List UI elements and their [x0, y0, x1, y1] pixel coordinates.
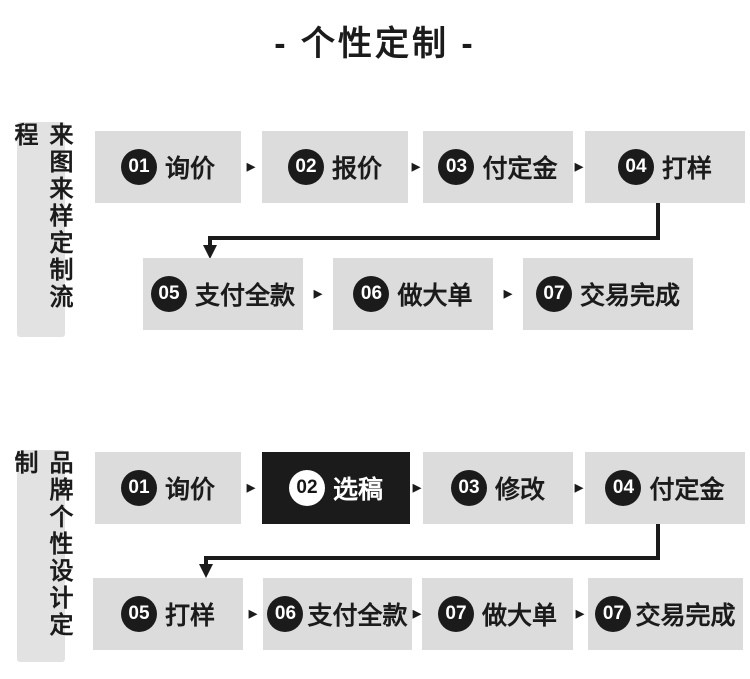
- step-label: 交易完成: [635, 602, 736, 630]
- step-box-sample: 05 打样: [93, 578, 243, 650]
- step-label: 做大单: [481, 602, 557, 630]
- arrow-right-icon: ►: [409, 605, 425, 623]
- step-label: 修改: [494, 476, 545, 504]
- step-number-badge: 04: [605, 470, 642, 506]
- section-label-brand-design-custom: 品牌个性设计定制: [10, 450, 72, 662]
- step-box-deal-done: 07 交易完成: [588, 578, 743, 650]
- step-label: 付定金: [482, 155, 558, 183]
- step-label: 报价: [331, 155, 382, 183]
- step-number-badge: 07: [437, 596, 474, 632]
- step-number-badge: 02: [288, 470, 325, 506]
- step-number-badge: 04: [617, 149, 654, 185]
- step-label: 做大单: [397, 282, 473, 310]
- step-box-quote: 02 报价: [262, 131, 408, 203]
- step-box-deposit: 04 付定金: [585, 452, 745, 524]
- step-number-badge: 02: [287, 149, 324, 185]
- step-number-badge: 06: [267, 596, 304, 632]
- arrow-right-icon: ►: [572, 605, 588, 623]
- step-box-pay-full: 06 支付全款: [263, 578, 412, 650]
- step-label: 打样: [164, 602, 215, 630]
- step-number-badge: 01: [120, 470, 157, 506]
- arrow-right-icon: ►: [245, 605, 261, 623]
- arrow-right-icon: ►: [310, 285, 326, 303]
- step-box-pay-full: 05 支付全款: [143, 258, 303, 330]
- step-number-badge: 06: [353, 276, 390, 312]
- step-number-badge: 07: [595, 596, 632, 632]
- step-box-select-draft-highlighted: 02 选稿: [262, 452, 410, 524]
- step-number-badge: 05: [120, 596, 157, 632]
- step-box-inquiry: 01 询价: [95, 452, 241, 524]
- step-number-badge: 07: [535, 276, 572, 312]
- arrow-right-icon: ►: [571, 158, 587, 176]
- step-label: 询价: [164, 476, 215, 504]
- step-label: 支付全款: [194, 282, 295, 310]
- connector-arrow: [199, 524, 660, 578]
- arrow-right-icon: ►: [243, 479, 259, 497]
- step-number-badge: 03: [450, 470, 487, 506]
- step-label: 付定金: [649, 476, 725, 504]
- step-box-deal-done: 07 交易完成: [523, 258, 693, 330]
- arrow-right-icon: ►: [408, 158, 424, 176]
- step-box-bulk-order: 07 做大单: [422, 578, 573, 650]
- step-box-revise: 03 修改: [423, 452, 573, 524]
- step-box-sample: 04 打样: [585, 131, 745, 203]
- section-label-sample-custom-process: 来图来样定制流程: [10, 122, 72, 337]
- step-label: 打样: [661, 155, 712, 183]
- step-box-deposit: 03 付定金: [423, 131, 573, 203]
- step-box-inquiry: 01 询价: [95, 131, 241, 203]
- arrow-right-icon: ►: [409, 479, 425, 497]
- step-box-bulk-order: 06 做大单: [333, 258, 493, 330]
- step-label: 支付全款: [307, 602, 408, 630]
- page-title: - 个性定制 -: [274, 25, 476, 63]
- step-label: 选稿: [332, 476, 383, 504]
- step-number-badge: 01: [120, 149, 157, 185]
- step-number-badge: 05: [150, 276, 187, 312]
- step-label: 交易完成: [579, 282, 680, 310]
- connector-arrow: [203, 203, 660, 259]
- step-number-badge: 03: [438, 149, 475, 185]
- step-label: 询价: [164, 155, 215, 183]
- arrow-right-icon: ►: [571, 479, 587, 497]
- arrow-right-icon: ►: [243, 158, 259, 176]
- arrow-right-icon: ►: [500, 285, 516, 303]
